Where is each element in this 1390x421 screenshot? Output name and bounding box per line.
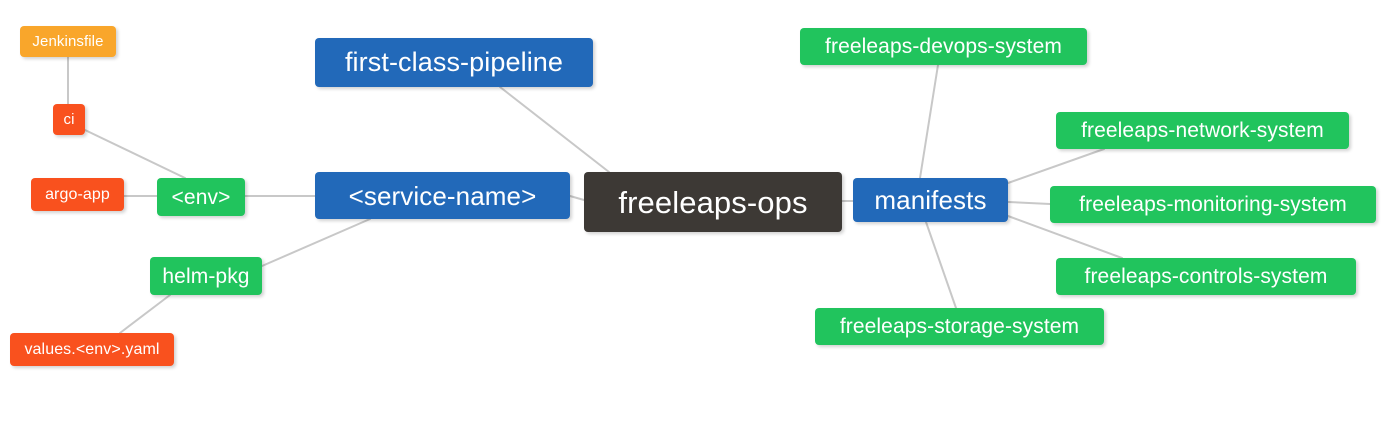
node-label-freeleaps-ops: freeleaps-ops bbox=[618, 184, 808, 220]
edge-manifests-monitoring bbox=[1007, 201, 1051, 205]
node-ci[interactable]: ci bbox=[53, 104, 85, 135]
node-label-ci: ci bbox=[63, 111, 75, 128]
edge-manifests-storage bbox=[925, 221, 957, 309]
node-manifests[interactable]: manifests bbox=[853, 178, 1008, 222]
node-freeleaps-storage-system[interactable]: freeleaps-storage-system bbox=[815, 308, 1104, 345]
node-label-freeleaps-controls-system: freeleaps-controls-system bbox=[1084, 265, 1328, 288]
node-freeleaps-devops-system[interactable]: freeleaps-devops-system bbox=[800, 28, 1087, 65]
node-label-freeleaps-monitoring-system: freeleaps-monitoring-system bbox=[1079, 193, 1347, 216]
node-label-argo-app: argo-app bbox=[45, 185, 110, 203]
node-argo-app[interactable]: argo-app bbox=[31, 178, 124, 211]
node-label-env: <env> bbox=[171, 185, 231, 209]
node-freeleaps-ops[interactable]: freeleaps-ops bbox=[584, 172, 842, 232]
edge-manifests-devops bbox=[919, 64, 939, 179]
node-values-yaml[interactable]: values.<env>.yaml bbox=[10, 333, 174, 366]
node-label-first-class-pipeline: first-class-pipeline bbox=[344, 47, 564, 77]
node-label-manifests: manifests bbox=[874, 185, 987, 215]
node-env[interactable]: <env> bbox=[157, 178, 245, 216]
edge-service-helm bbox=[261, 218, 371, 267]
node-label-helm-pkg: helm-pkg bbox=[162, 264, 250, 288]
edge-manifests-network bbox=[1007, 148, 1105, 184]
node-service-name[interactable]: <service-name> bbox=[315, 172, 570, 219]
node-label-freeleaps-network-system: freeleaps-network-system bbox=[1081, 119, 1324, 142]
node-first-class-pipeline[interactable]: first-class-pipeline bbox=[315, 38, 593, 87]
node-freeleaps-monitoring-system[interactable]: freeleaps-monitoring-system bbox=[1050, 186, 1376, 223]
node-label-jenkinsfile: Jenkinsfile bbox=[32, 33, 104, 50]
node-label-freeleaps-storage-system: freeleaps-storage-system bbox=[839, 315, 1080, 338]
edge-env-ci bbox=[84, 129, 186, 179]
edge-ops-service bbox=[569, 195, 585, 201]
node-label-service-name: <service-name> bbox=[348, 180, 537, 211]
node-freeleaps-network-system[interactable]: freeleaps-network-system bbox=[1056, 112, 1349, 149]
node-label-freeleaps-devops-system: freeleaps-devops-system bbox=[825, 35, 1062, 58]
node-jenkinsfile[interactable]: Jenkinsfile bbox=[20, 26, 116, 57]
node-freeleaps-controls-system[interactable]: freeleaps-controls-system bbox=[1056, 258, 1356, 295]
edge-ops-pipeline bbox=[499, 86, 610, 173]
node-helm-pkg[interactable]: helm-pkg bbox=[150, 257, 262, 295]
edge-helm-values bbox=[119, 294, 171, 334]
node-label-values-yaml: values.<env>.yaml bbox=[24, 340, 160, 358]
